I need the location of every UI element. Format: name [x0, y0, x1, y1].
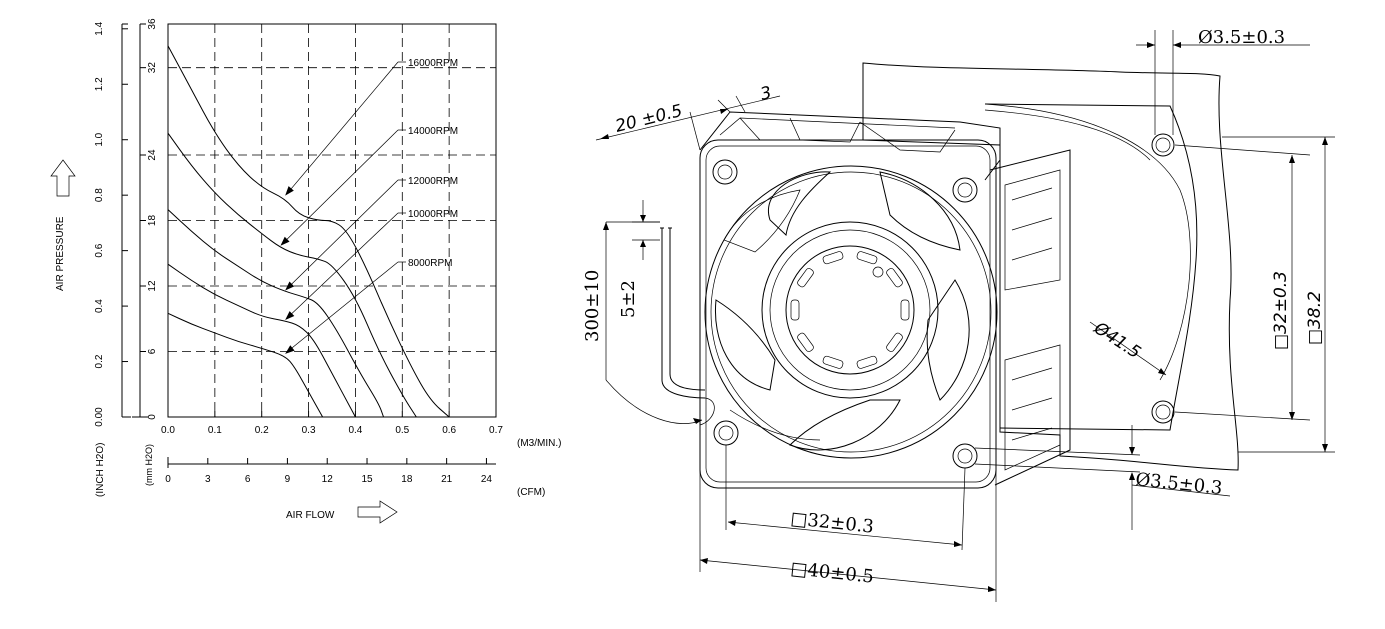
series-line	[167, 209, 385, 418]
fan-blades	[714, 171, 970, 451]
x-tick-label-m3: 0.0	[161, 425, 175, 436]
x-unit-m3: (M3/MIN.)	[517, 438, 561, 449]
leader-line	[282, 129, 399, 245]
y-tick-label-mm: 18	[147, 215, 158, 227]
chart-grid	[168, 24, 496, 417]
x-tick-label-m3: 0.5	[395, 425, 409, 436]
y-tick-label-mm: 12	[147, 280, 158, 292]
y-tick-label-mm: 36	[147, 18, 158, 30]
x-tick-label-cfm: 24	[481, 474, 493, 485]
y-unit-mm: (mm H2O)	[144, 444, 154, 486]
dim-hole-top: Ø3.5±0.3	[1198, 27, 1285, 48]
y-tick-label-mm: 6	[147, 348, 158, 354]
dim-lead: 300±10	[582, 270, 603, 342]
y-axis-title: AIR PRESSURE	[55, 216, 66, 291]
leader-line	[286, 212, 399, 319]
y-tick-label-inch: 1.4	[94, 21, 105, 35]
x-tick-label-m3: 0.1	[208, 425, 222, 436]
dim-side-32: □32±0.3	[1271, 271, 1291, 350]
dim-hole-bottom: Ø3.5±0.3	[1134, 469, 1223, 499]
series-label: 14000RPM	[408, 126, 458, 137]
x-tick-label-cfm: 15	[361, 474, 373, 485]
leader-arrowhead	[285, 186, 294, 196]
hub-slot	[797, 332, 814, 352]
fan-drawing: Ø3.5±0.3 20 ±0.5 3 300±10 5±2 Ø41.5 □32±…	[582, 27, 1335, 602]
x-tick-label-cfm: 21	[441, 474, 453, 485]
hub-slot	[856, 251, 878, 265]
dim-flange: 3	[758, 83, 773, 105]
x-tick-label-cfm: 18	[401, 474, 413, 485]
x-tick-label-m3: 0.4	[348, 425, 362, 436]
series-label: 10000RPM	[408, 209, 458, 220]
series-label: 12000RPM	[408, 176, 458, 187]
right-arrow-icon	[357, 500, 398, 524]
fan-frame	[699, 111, 1071, 489]
mounting-hole-icon	[1151, 133, 1175, 424]
y-tick-label-inch: 0.4	[94, 299, 105, 313]
x-tick-label-cfm: 0	[165, 474, 171, 485]
guard-plate	[862, 62, 1239, 471]
hub-slot	[886, 268, 903, 288]
y-tick-label-mm: 24	[147, 149, 158, 161]
series-line	[167, 312, 324, 418]
series-label: 8000RPM	[408, 258, 452, 269]
hub-slot	[790, 299, 800, 321]
dim-side-382: □38.2	[1305, 291, 1325, 345]
dim-depth: 20 ±0.5	[613, 101, 684, 137]
x-tick-label-cfm: 12	[322, 474, 334, 485]
dim-strip: 5±2	[618, 280, 639, 318]
lead-wires	[660, 227, 715, 426]
leader-arrowhead	[285, 345, 295, 354]
x-tick-label-m3: 0.3	[302, 425, 316, 436]
dim-bore: Ø41.5	[1089, 318, 1144, 363]
leader-arrowhead	[285, 311, 295, 321]
hub-slot	[822, 251, 844, 265]
x-tick-label-m3: 0.7	[489, 425, 503, 436]
x-tick-label-cfm: 6	[245, 474, 251, 485]
leader-line	[286, 61, 399, 194]
series-label: 16000RPM	[408, 58, 458, 69]
y-tick-label-inch: 0.8	[94, 188, 105, 202]
hub-slot	[886, 332, 903, 352]
fan-hub	[761, 221, 939, 399]
y-tick-label-mm: 32	[147, 62, 158, 74]
chart-series	[167, 45, 450, 418]
leader-arrowhead	[280, 236, 290, 246]
x-tick-label-cfm: 3	[205, 474, 211, 485]
series-labels: 16000RPM 14000RPM 12000RPM 10000RPM 8000RPM	[280, 58, 458, 354]
dimension-lines	[595, 30, 1335, 602]
x-unit-cfm: (CFM)	[517, 487, 545, 498]
y-tick-label-inch: 0.00	[94, 407, 105, 427]
x-tick-label-cfm: 9	[285, 474, 291, 485]
y-tick-label-mm: 0	[147, 414, 158, 420]
y-tick-label-inch: 0.6	[94, 243, 105, 257]
y-tick-label-inch: 1.2	[94, 77, 105, 91]
x-tick-label-m3: 0.2	[255, 425, 269, 436]
leader-line	[286, 261, 399, 353]
y-tick-label-inch: 1.0	[94, 132, 105, 146]
up-arrow-icon	[50, 159, 76, 197]
y-unit-inch: (INCH H2O)	[95, 443, 106, 497]
leader-line	[286, 179, 399, 289]
hub-slot	[900, 299, 910, 321]
y-tick-label-inch: 0.2	[94, 354, 105, 368]
dim-bottom-40: □40±0.5	[789, 558, 874, 588]
leader-arrowhead	[285, 281, 295, 291]
corner-holes	[712, 159, 978, 469]
hub-slot	[856, 355, 878, 369]
x-tick-label-m3: 0.6	[442, 425, 456, 436]
dim-bottom-32: □32±0.3	[789, 508, 874, 538]
hub-slot	[822, 355, 844, 369]
series-line	[167, 263, 356, 418]
x-axis-title: AIR FLOW	[286, 510, 335, 521]
series-line	[167, 132, 417, 418]
hub-slot	[797, 268, 814, 288]
